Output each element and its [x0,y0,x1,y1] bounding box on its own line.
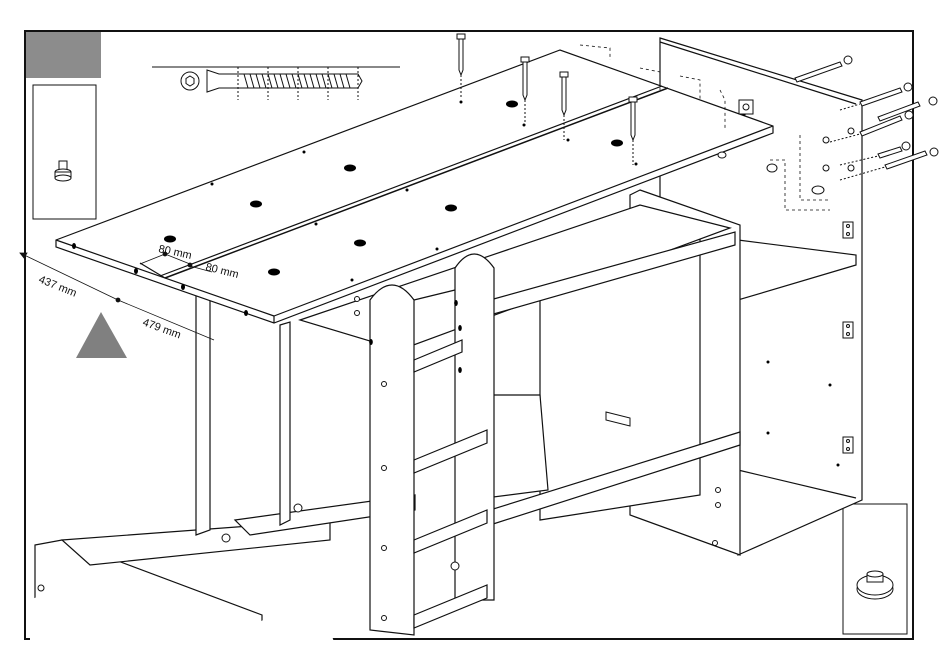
ladder-left-rail [370,285,414,635]
bracket-icon [739,100,753,114]
hinge-icon [843,322,853,338]
dimension-label-width: 479 mm [141,317,182,342]
step-box-icon [26,32,101,78]
dowel-detail-box [33,85,96,219]
hinge-icon [843,222,853,238]
hinge-icon [843,437,853,453]
screw-icon [207,70,362,92]
screw-detail [152,67,400,100]
warning-triangle-icon [76,312,127,358]
cam-lock-detail-box [843,504,907,634]
screw-icon [795,56,852,82]
screw-head-icon [181,72,199,90]
ladder-right-rail [455,254,494,600]
